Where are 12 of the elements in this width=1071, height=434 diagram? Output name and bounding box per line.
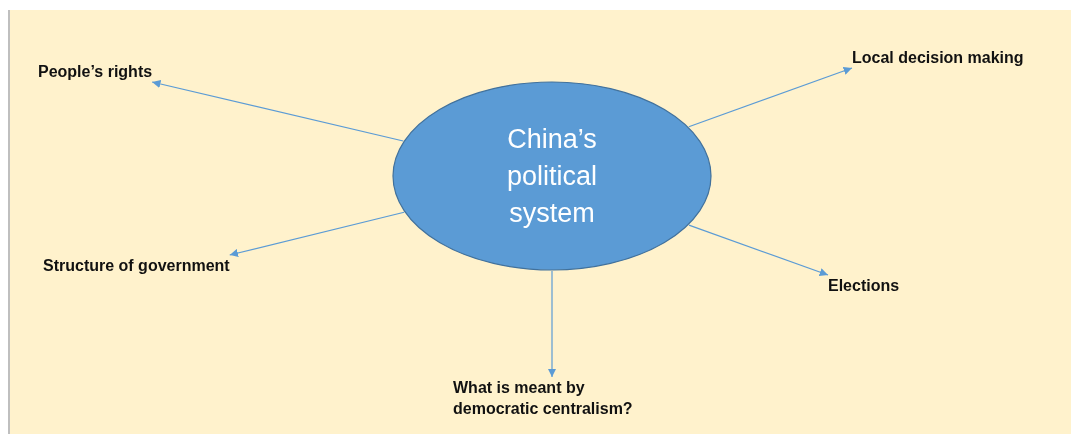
branch-label: Elections bbox=[828, 275, 900, 296]
branch-label: What is meant by democratic centralism? bbox=[453, 377, 634, 419]
branch-label: Local decision making bbox=[852, 47, 1024, 68]
arrow bbox=[229, 211, 405, 258]
arrow bbox=[688, 66, 853, 128]
arrow bbox=[151, 79, 404, 142]
branch-label: People’s rights bbox=[38, 61, 153, 82]
topic-ellipse bbox=[392, 81, 712, 271]
arrow bbox=[688, 224, 829, 277]
branch-label: Structure of government bbox=[43, 255, 230, 276]
arrow bbox=[547, 270, 557, 378]
topic-title: China’s political system bbox=[505, 122, 598, 230]
